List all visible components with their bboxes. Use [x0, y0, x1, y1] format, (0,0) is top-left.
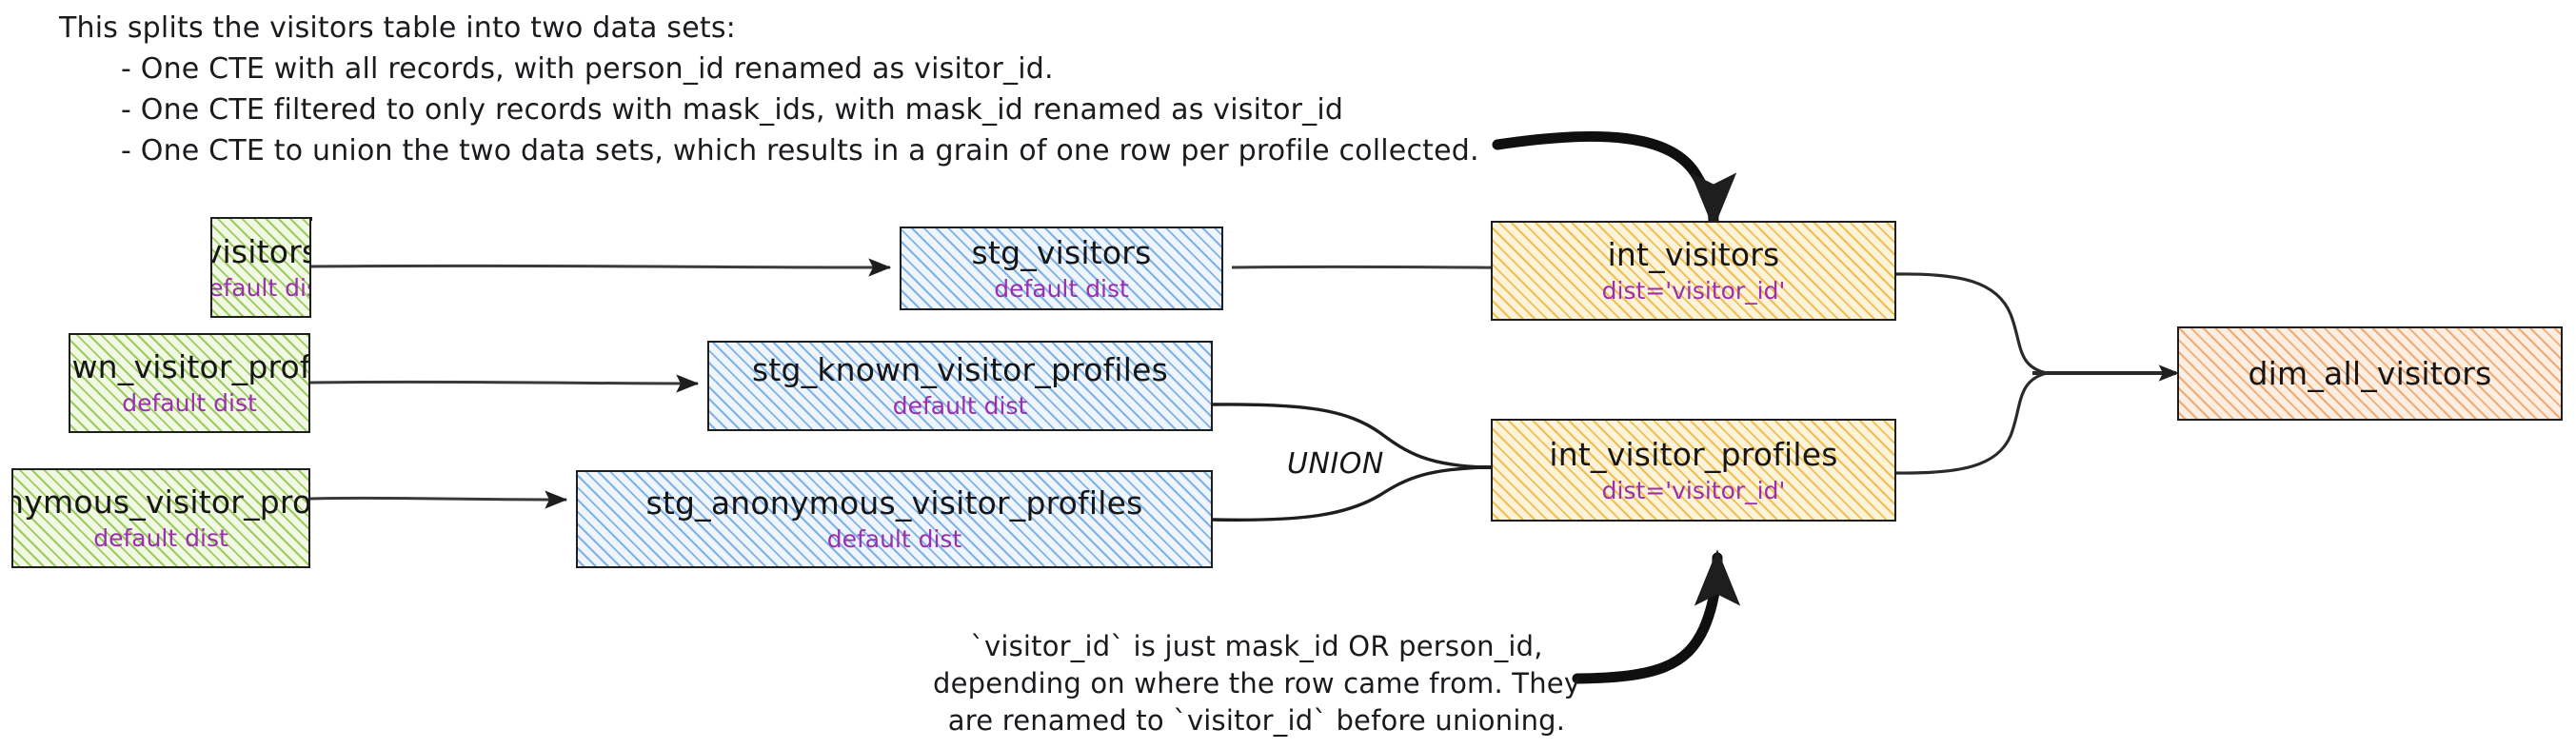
- node-subtitle: default dist: [210, 273, 309, 302]
- header-note-line-3: - One CTE filtered to only records with …: [121, 93, 1344, 127]
- node-title: int_visitors: [1607, 236, 1780, 273]
- node-fill-hatch: [1493, 421, 1894, 520]
- node-subtitle: dist='visitor_id': [1601, 277, 1786, 305]
- node-text: stg_known_visitor_profiles default dist: [752, 354, 1168, 418]
- node-title: stg_anonymous_visitor_profiles: [645, 484, 1143, 522]
- node-fill-hatch: [578, 472, 1211, 566]
- node-fill-hatch: [212, 219, 309, 316]
- node-text: int_visitor_profiles dist='visitor_id': [1549, 439, 1837, 503]
- annotation-arrow-to-int-visitors: [1492, 130, 1737, 229]
- node-subtitle: default dist: [826, 525, 962, 553]
- node-text: dim_all_visitors: [2249, 358, 2492, 389]
- node-text: known_visitor_profiles default dist: [70, 348, 310, 417]
- node-subtitle: default dist: [93, 524, 228, 552]
- node-stg-visitors[interactable]: stg_visitors default dist: [900, 227, 1223, 310]
- node-known-visitor-profiles[interactable]: known_visitor_profiles default dist: [69, 333, 310, 433]
- node-title: stg_known_visitor_profiles: [751, 351, 1169, 388]
- node-title: known_visitor_profiles: [70, 348, 310, 385]
- node-title: stg_visitors: [971, 233, 1152, 271]
- edge-label-union: UNION: [1287, 447, 1384, 481]
- header-note-line-2: - One CTE with all records, with person_…: [121, 52, 1054, 86]
- annotation-arrow-to-int-visitor-profiles: [1572, 549, 1741, 684]
- node-stg-anonymous-visitor-profiles[interactable]: stg_anonymous_visitor_profiles default d…: [576, 470, 1213, 568]
- edge-int-to-dim-all-visitors: [1893, 272, 2180, 475]
- node-title: int_visitor_profiles: [1549, 435, 1838, 473]
- node-visitors[interactable]: visitors default dist: [210, 217, 311, 318]
- node-text: anonymous_visitor_profiles default dist: [13, 483, 310, 552]
- node-text: visitors default dist: [210, 232, 309, 302]
- node-title: visitors: [212, 232, 309, 270]
- node-text: stg_visitors default dist: [972, 237, 1152, 301]
- header-note: This splits the visitors table into two …: [59, 8, 1479, 171]
- node-subtitle: default dist: [122, 389, 257, 417]
- node-fill-hatch: [13, 470, 308, 566]
- node-int-visitors[interactable]: int_visitors dist='visitor_id': [1491, 221, 1896, 321]
- node-text: stg_anonymous_visitor_profiles default d…: [646, 487, 1143, 551]
- node-subtitle: default dist: [892, 392, 1028, 420]
- node-title: dim_all_visitors: [2248, 355, 2492, 392]
- node-subtitle: dist='visitor_id': [1601, 476, 1786, 504]
- node-fill-hatch: [1493, 223, 1894, 319]
- footnote-line-1: `visitor_id` is just mask_id OR person_i…: [970, 630, 1543, 662]
- footnote-line-2: depending on where the row came from. Th…: [933, 667, 1581, 700]
- header-note-line-1: This splits the visitors table into two …: [59, 11, 736, 45]
- node-subtitle: default dist: [994, 274, 1129, 303]
- node-fill-hatch: [70, 335, 308, 431]
- node-int-visitor-profiles[interactable]: int_visitor_profiles dist='visitor_id': [1491, 419, 1896, 522]
- footnote-annotation: `visitor_id` is just mask_id OR person_i…: [933, 628, 1580, 739]
- node-fill-hatch: [902, 228, 1221, 308]
- node-fill-hatch: [2179, 328, 2561, 419]
- node-text: int_visitors dist='visitor_id': [1602, 239, 1786, 303]
- node-anonymous-visitor-profiles[interactable]: anonymous_visitor_profiles default dist: [11, 468, 310, 568]
- node-fill-hatch: [709, 343, 1211, 429]
- header-note-line-4: - One CTE to union the two data sets, wh…: [121, 134, 1479, 168]
- node-stg-known-visitor-profiles[interactable]: stg_known_visitor_profiles default dist: [707, 341, 1213, 431]
- node-title: anonymous_visitor_profiles: [13, 483, 310, 521]
- node-dim-all-visitors[interactable]: dim_all_visitors: [2177, 326, 2563, 421]
- footnote-line-3: are renamed to `visitor_id` before union…: [947, 704, 1566, 737]
